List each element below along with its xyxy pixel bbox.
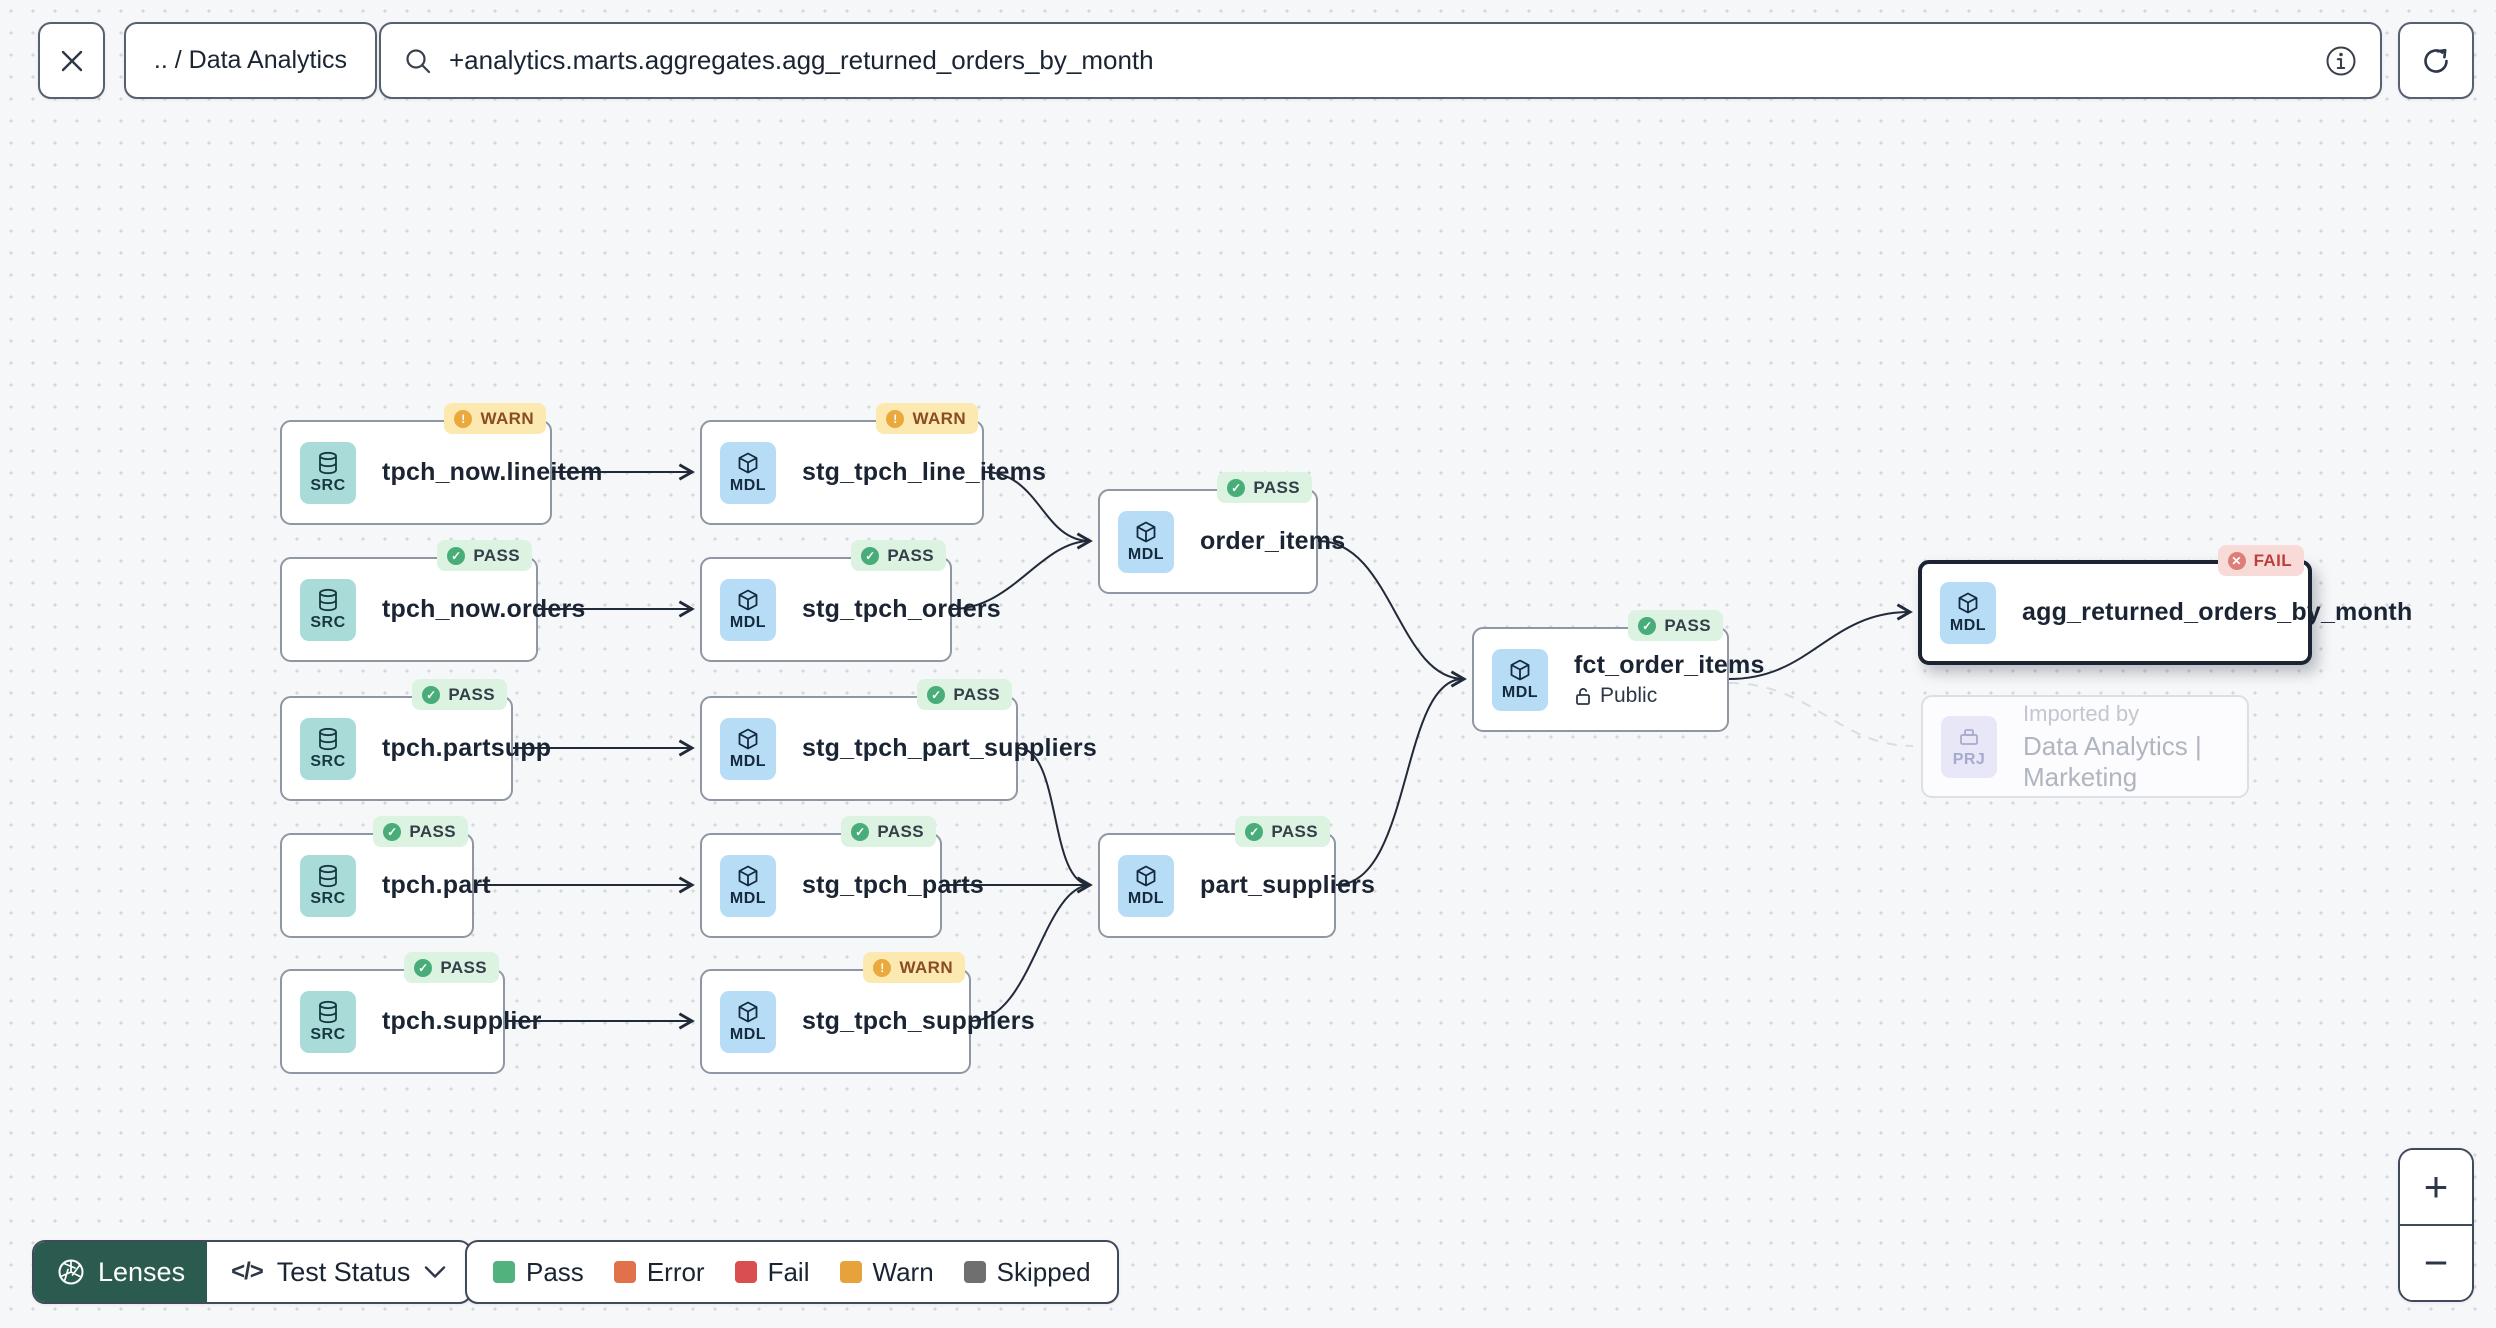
lineage-node-stg_tpch_orders[interactable]: ✓PASS MDL stg_tpch_orders <box>700 540 1001 662</box>
status-badge: ✓PASS <box>1235 816 1330 847</box>
lineage-node-imported-project[interactable]: PRJ Imported by Data Analytics | Marketi… <box>1921 695 2249 798</box>
search-input[interactable] <box>449 45 2324 76</box>
cube-icon <box>738 728 758 749</box>
status-badge: ✓PASS <box>1628 610 1723 641</box>
lineage-node-tpch-supplier[interactable]: ✓PASS SRC tpch.supplier <box>280 952 541 1074</box>
source-tile: SRC <box>300 717 356 780</box>
legend-item-error: Error <box>613 1257 705 1288</box>
breadcrumb: .. / Data Analytics <box>153 46 348 74</box>
model-tile: MDL <box>1118 854 1174 917</box>
cube-icon <box>1136 521 1156 542</box>
database-icon <box>319 451 337 474</box>
close-icon <box>61 50 82 71</box>
database-icon <box>319 864 337 887</box>
status-badge: ✓PASS <box>851 540 946 571</box>
model-tile: MDL <box>1940 581 1996 644</box>
status-badge: !WARN <box>863 952 965 983</box>
zoom-controls: + − <box>2398 1148 2474 1302</box>
legend-swatch <box>493 1261 515 1283</box>
cube-icon <box>1510 659 1530 680</box>
legend-swatch <box>734 1261 757 1283</box>
database-icon <box>319 727 337 750</box>
model-tile: MDL <box>720 441 776 504</box>
lineage-node-stg_tpch_parts[interactable]: ✓PASS MDL stg_tpch_parts <box>700 816 984 938</box>
briefcase-icon <box>1960 728 1978 745</box>
lenses-button[interactable]: Lenses <box>34 1242 208 1302</box>
chevron-down-icon <box>425 1266 446 1278</box>
legend-item-warn: Warn <box>839 1257 934 1288</box>
minus-icon: − <box>2423 1239 2449 1286</box>
lineage-node-tpch-partsupp[interactable]: ✓PASS SRC tpch.partsupp <box>280 679 551 801</box>
model-tile: MDL <box>1492 648 1548 711</box>
source-tile: SRC <box>300 854 356 917</box>
database-icon <box>319 1000 337 1023</box>
cube-icon <box>1136 865 1156 886</box>
cube-icon <box>738 589 758 610</box>
status-badge: !WARN <box>444 403 546 434</box>
close-button[interactable] <box>38 22 105 99</box>
refresh-icon <box>2424 48 2448 73</box>
status-badge: ✓PASS <box>437 540 532 571</box>
lineage-node-stg_tpch_line_items[interactable]: !WARN MDL stg_tpch_line_items <box>700 403 1046 525</box>
legend-item-skipped: Skipped <box>963 1257 1091 1288</box>
cube-icon <box>738 452 758 473</box>
cube-icon <box>1958 592 1978 613</box>
source-tile: SRC <box>300 990 356 1053</box>
breadcrumb-button[interactable]: .. / Data Analytics <box>124 22 377 99</box>
lens-control-group: Lenses </> Test Status <box>32 1240 473 1304</box>
source-tile: SRC <box>300 441 356 504</box>
lens-selector[interactable]: </> Test Status <box>207 1242 470 1302</box>
legend-swatch <box>613 1261 636 1283</box>
status-badge: ✓PASS <box>373 816 468 847</box>
status-badge: ✓PASS <box>404 952 499 983</box>
lineage-node-tpch_now-lineitem[interactable]: !WARN SRC tpch_now.lineitem <box>280 403 602 525</box>
database-icon <box>319 588 337 611</box>
status-badge: !WARN <box>876 403 978 434</box>
lineage-node-stg_tpch_suppliers[interactable]: !WARN MDL stg_tpch_suppliers <box>700 952 1035 1074</box>
status-badge: ✓PASS <box>841 816 936 847</box>
model-tile: MDL <box>720 854 776 917</box>
model-tile: MDL <box>720 990 776 1053</box>
access-label: Public <box>1574 684 1765 708</box>
refresh-button[interactable] <box>2398 22 2474 99</box>
legend-swatch <box>963 1261 986 1283</box>
zoom-in-button[interactable]: + <box>2400 1150 2472 1226</box>
status-badge: ✓PASS <box>1217 472 1312 503</box>
plus-icon: + <box>2423 1163 2449 1210</box>
lineage-node-order_items[interactable]: ✓PASS MDL order_items <box>1098 472 1345 594</box>
cube-icon <box>738 865 758 886</box>
lineage-node-tpch-part[interactable]: ✓PASS SRC tpch.part <box>280 816 491 938</box>
aperture-icon <box>58 1259 84 1285</box>
status-badge: ✓PASS <box>412 679 507 710</box>
source-tile: SRC <box>300 578 356 641</box>
legend-item-fail: Fail <box>734 1257 810 1288</box>
lineage-node-tpch_now-orders[interactable]: ✓PASS SRC tpch_now.orders <box>280 540 585 662</box>
model-tile: MDL <box>720 578 776 641</box>
zoom-out-button[interactable]: − <box>2400 1226 2472 1300</box>
lineage-node-fct_order_items[interactable]: ✓PASS MDL fct_order_items Public <box>1472 610 1764 732</box>
search-icon <box>406 48 431 73</box>
legend-swatch <box>839 1261 862 1283</box>
legend-item-pass: Pass <box>493 1257 584 1288</box>
code-icon: </> <box>231 1258 264 1285</box>
cube-icon <box>738 1001 758 1022</box>
test-status-legend: Pass Error Fail Warn Skipped <box>465 1240 1119 1304</box>
lineage-node-part_suppliers[interactable]: ✓PASS MDL part_suppliers <box>1098 816 1375 938</box>
status-badge: ✓PASS <box>917 679 1012 710</box>
status-badge: ✕FAIL <box>2217 545 2304 576</box>
search-bar[interactable] <box>379 22 2382 99</box>
lineage-node-stg_tpch_part_suppliers[interactable]: ✓PASS MDL stg_tpch_part_suppliers <box>700 679 1097 801</box>
info-icon[interactable] <box>2324 44 2358 78</box>
model-tile: MDL <box>1118 510 1174 573</box>
project-tile: PRJ <box>1941 715 1997 778</box>
lock-open-icon <box>1576 688 1590 705</box>
model-tile: MDL <box>720 717 776 780</box>
lineage-node-agg_returned_orders_by_month[interactable]: ✕FAIL MDL agg_returned_orders_by_month <box>1918 545 2412 665</box>
